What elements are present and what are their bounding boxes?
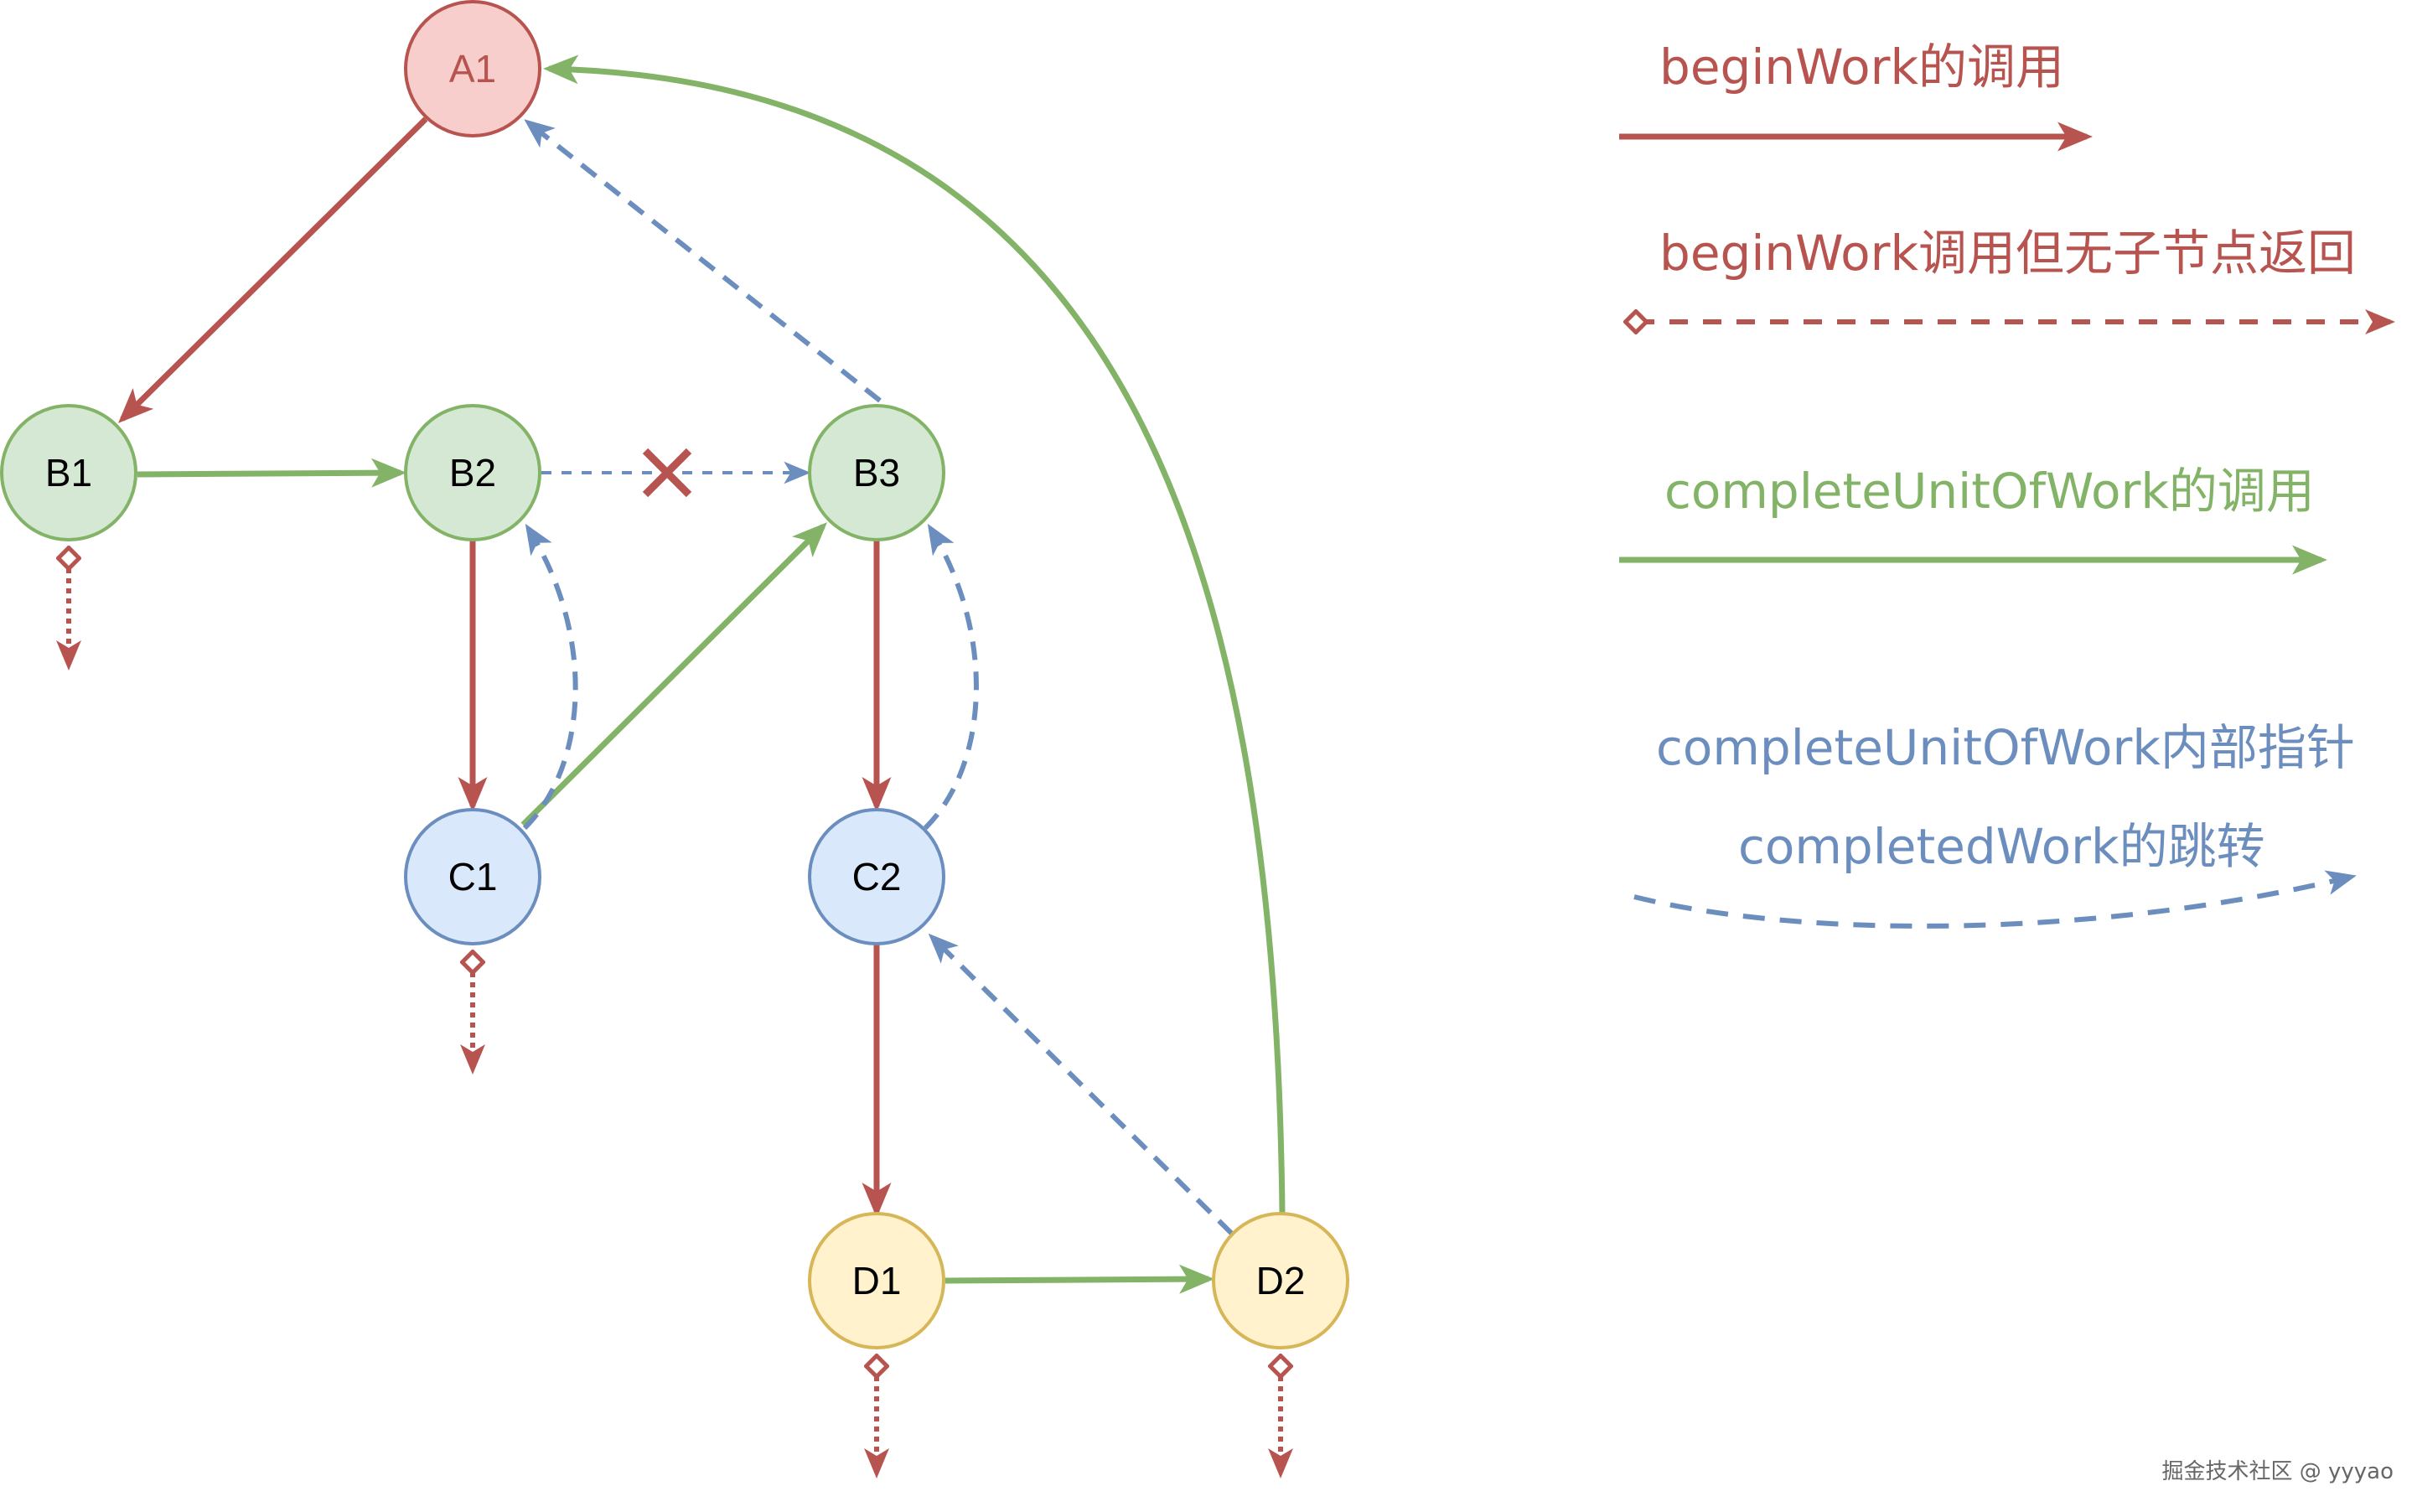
node-b2-label: B2	[449, 451, 496, 495]
legend-begin-work-no-child-label: beginWork调用但无子节点返回	[1659, 225, 2356, 282]
edge-b3-a1	[524, 119, 882, 403]
legend-completed-work: completeUnitOfWork内部指针 completedWork的跳转	[1633, 719, 2357, 929]
legend-complete-unit-label: completeUnitOfWork的调用	[1664, 463, 2315, 520]
edge-d2-a1	[543, 54, 1286, 1214]
complete-unit-edges	[137, 54, 1286, 1294]
edge-c1-b3	[520, 522, 827, 827]
legend-completed-work-line	[1633, 870, 2357, 929]
legend-begin-work-label: beginWork的调用	[1659, 39, 2064, 96]
legend-completed-work-label-1: completeUnitOfWork内部指针	[1656, 719, 2355, 776]
node-d2-label: D2	[1256, 1259, 1306, 1302]
edge-c2-b3	[923, 523, 979, 831]
node-b3-label: B3	[853, 451, 900, 495]
cross-mark-icon	[642, 448, 692, 498]
node-c2-label: C2	[852, 855, 902, 898]
legend: beginWork的调用 beginWork调用但无子节点返回 complete…	[1619, 39, 2390, 929]
node-c1: C1	[404, 808, 541, 945]
node-c2: C2	[808, 808, 945, 945]
no-child-edges	[69, 558, 1281, 1473]
edge-d1-d2	[945, 1264, 1214, 1294]
node-a1-label: A1	[449, 47, 496, 91]
begin-work-edges	[118, 117, 892, 1218]
watermark: 掘金技术社区 @ yyyao	[2161, 1459, 2394, 1484]
node-b1-label: B1	[45, 451, 92, 495]
edge-a1-b1	[118, 117, 428, 423]
edge-b1-b2	[137, 458, 406, 488]
node-b3: B3	[808, 404, 945, 541]
node-a1: A1	[404, 0, 541, 137]
edge-d2-c2	[928, 933, 1234, 1236]
legend-begin-work-no-child: beginWork调用但无子节点返回	[1636, 225, 2390, 322]
legend-completed-work-label-2: completedWork的跳转	[1738, 818, 2265, 875]
node-c1-label: C1	[448, 855, 498, 898]
node-d1: D1	[808, 1212, 945, 1349]
edge-c1-b2	[522, 523, 578, 831]
node-d2: D2	[1212, 1212, 1349, 1349]
legend-complete-unit: completeUnitOfWork的调用	[1619, 463, 2327, 575]
node-b1: B1	[0, 404, 137, 541]
node-b2: B2	[404, 404, 541, 541]
node-d1-label: D1	[852, 1259, 902, 1302]
completed-work-edges	[522, 119, 1234, 1236]
legend-begin-work: beginWork的调用	[1619, 39, 2093, 152]
